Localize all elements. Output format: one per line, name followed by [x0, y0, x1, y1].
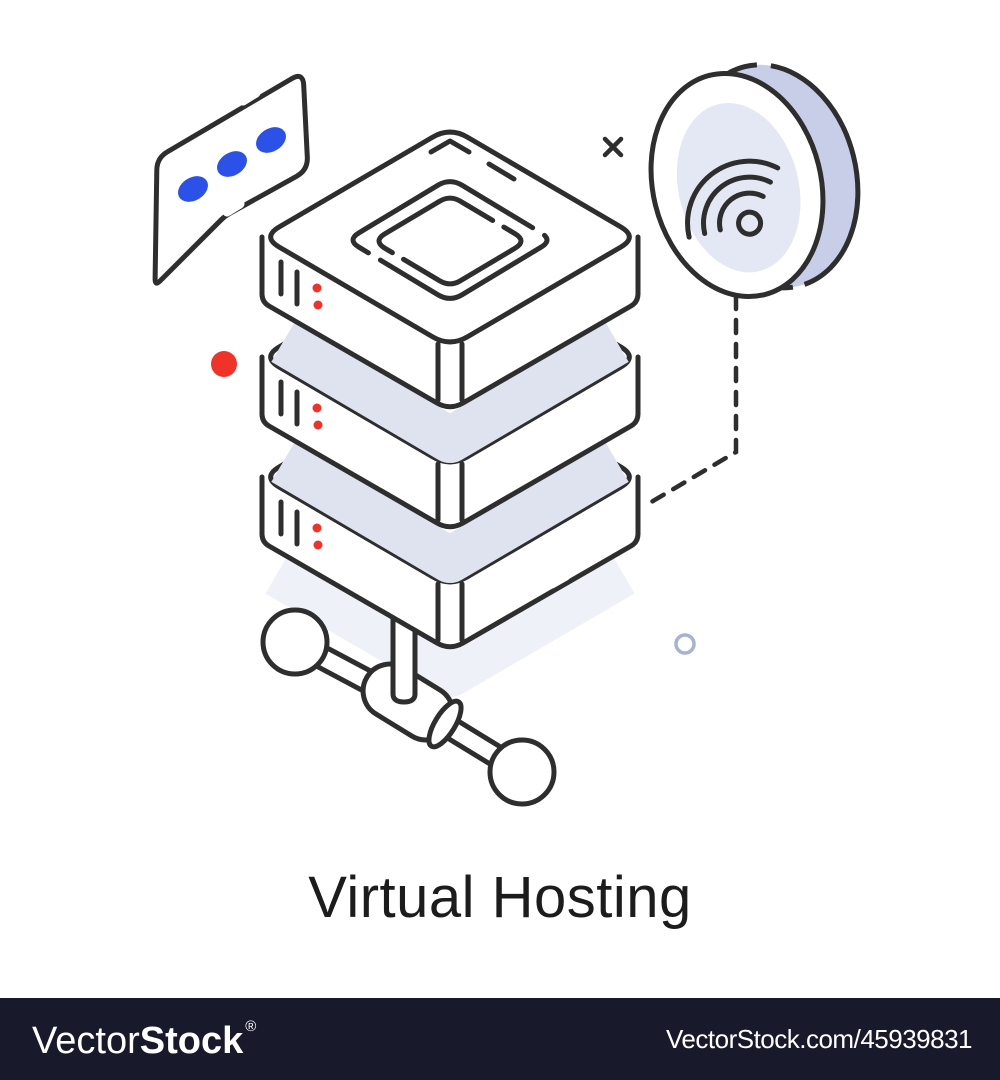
logo-bold-part: Stock — [139, 1019, 244, 1062]
image-attribution: VectorStock.com/45939831 — [666, 1023, 972, 1054]
typing-dot-1 — [178, 176, 208, 202]
red-accent-dot — [211, 351, 237, 377]
server-stack — [262, 132, 638, 647]
layer-shadow-1 — [271, 322, 629, 463]
wifi-signal-icon — [685, 158, 781, 240]
typing-dot-3 — [256, 127, 286, 153]
vectorstock-logo: VectorStock® — [32, 1019, 256, 1060]
watermark-footer: VectorStock® VectorStock.com/45939831 — [0, 998, 1000, 1080]
registered-mark: ® — [245, 1017, 257, 1035]
server-top-panel — [350, 138, 550, 301]
network-node-icon — [260, 607, 557, 807]
logo-light-part: Vector — [32, 1019, 140, 1062]
wifi-disc-icon — [648, 62, 861, 300]
chat-bubble-icon — [152, 73, 310, 286]
node-cylinder-rim — [426, 698, 464, 750]
typing-dot-2 — [217, 151, 247, 177]
node-pipe — [390, 609, 418, 705]
page-title: Virtual Hosting — [308, 865, 692, 930]
dashed-connection-line — [645, 293, 739, 507]
x-mark — [602, 136, 624, 158]
node-circle-right — [487, 737, 557, 807]
ground-shadow — [265, 550, 635, 697]
node-circle-left — [260, 607, 330, 677]
accent-ring — [674, 633, 696, 655]
layer-shadow-2 — [271, 442, 629, 583]
